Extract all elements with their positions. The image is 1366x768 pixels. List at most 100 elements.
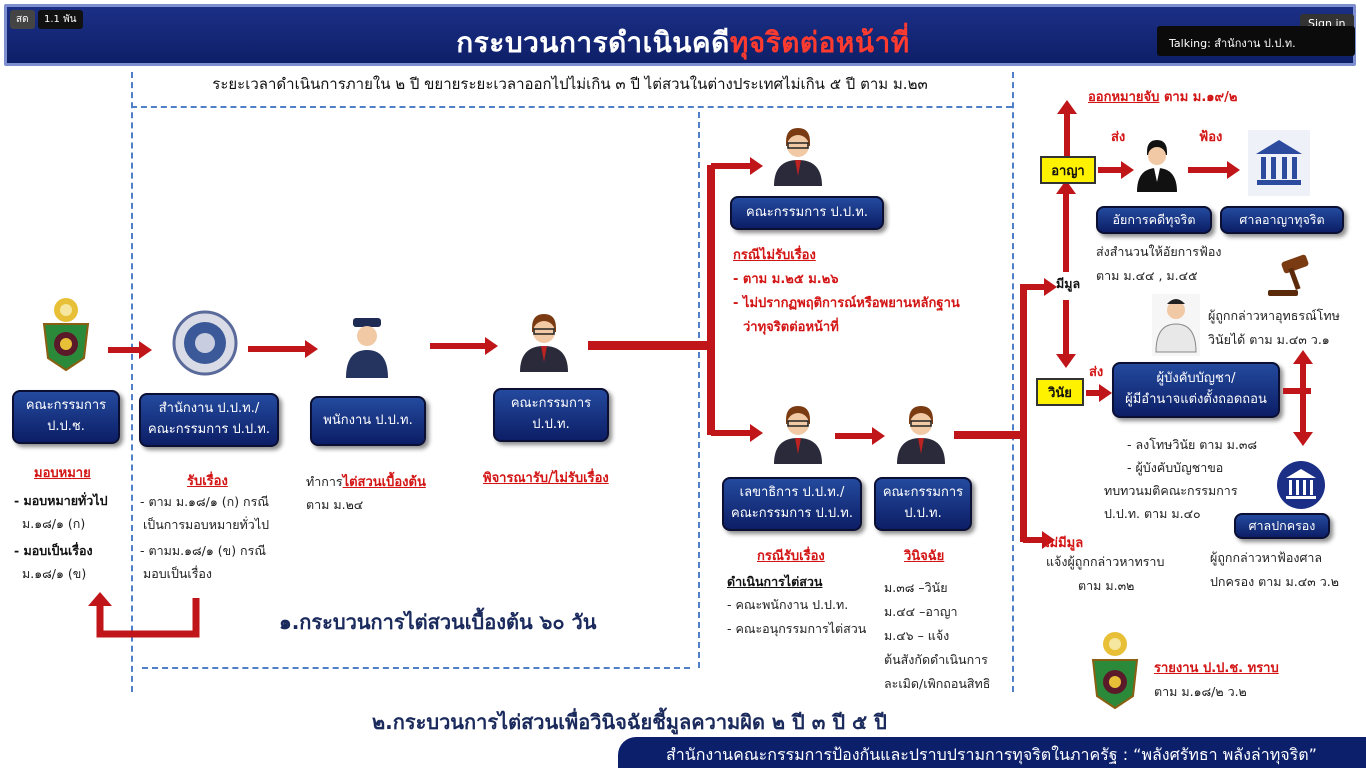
accept-line-1: - คณะพนักงาน ป.ป.ท.: [727, 597, 849, 612]
prosecutor-person-icon: [1137, 140, 1177, 192]
arrowhead-down-discipline: [1056, 354, 1076, 368]
arrow-officer-to-committee: [430, 337, 498, 355]
pact-seal-icon: [172, 310, 238, 376]
arrow-office-to-officer: [248, 340, 318, 358]
prosecutor-text-2: ตาม ม.๔๔ , ม.๔๕: [1096, 268, 1198, 283]
ppc-emblem-icon: [42, 298, 90, 372]
frame-top-line: [131, 106, 1012, 108]
decide-title: วินิจฉัย: [904, 549, 945, 564]
committee-person-icon: [774, 128, 822, 186]
commander-person-icon: [1152, 294, 1200, 356]
outcome-main-line: [954, 431, 1026, 439]
has-basis-label: มีมูล: [1056, 276, 1081, 291]
discipline-box: วินัย: [1036, 378, 1084, 406]
committee-person-icon: [897, 406, 945, 464]
appeal-text-2: วินัยได้ ตาม ม.๔๓ ว.๑: [1208, 332, 1330, 347]
frame-mid-line: [698, 112, 700, 668]
office-box: สำนักงาน ป.ป.ท./คณะกรรมการ ป.ป.ท.: [139, 393, 279, 447]
warrant-text: ออกหมายจับ ตาม ม.๑๙/๒: [1088, 90, 1238, 105]
frame-left-line: [131, 72, 133, 692]
commander-side-line: [1283, 388, 1311, 394]
appeal-text-1: ผู้ถูกกล่าวหาอุทธรณ์โทษ: [1208, 308, 1340, 323]
penalty-line-2: - ผู้บังคับบัญชาขอ: [1127, 460, 1224, 475]
line-to-discipline: [1063, 300, 1069, 356]
court-building-icon: [1248, 130, 1310, 196]
reject-title: กรณีไม่รับเรื่อง: [733, 248, 816, 263]
decide-line-3: ม.๔๖ – แจ้ง: [884, 628, 950, 643]
frame-right-line: [1012, 72, 1014, 692]
assign-general: - มอบหมายทั่วไป: [14, 493, 108, 508]
assign-case: - มอบเป็นเรื่อง: [14, 543, 93, 558]
arrow-ppc-to-office: [108, 341, 152, 359]
live-badge: สด: [10, 10, 35, 29]
officer-box: พนักงาน ป.ป.ท.: [310, 396, 426, 446]
assign-title: มอบหมาย: [34, 466, 91, 481]
accept-line-2: - คณะอนุกรรมการไต่สวน: [727, 621, 867, 636]
arrowhead-up-appeal: [1293, 350, 1313, 364]
committee-decide-box: คณะกรรมการ ป.ป.ท.: [874, 477, 972, 531]
footer-banner: สำนักงานคณะกรรมการป้องกันและปราบปรามการท…: [618, 737, 1366, 768]
gavel-icon: [1268, 254, 1309, 296]
committee-person-icon: [520, 314, 568, 372]
header-banner: กระบวนการดำเนินคดีทุจริตต่อหน้าที่: [4, 4, 1356, 66]
prosecutor-text-1: ส่งสำนวนให้อัยการฟ้อง: [1096, 244, 1222, 259]
commander-vertical-line: [1300, 362, 1306, 436]
line-to-warrant: [1064, 110, 1070, 156]
court-box: ศาลอาญาทุจริต: [1220, 206, 1344, 234]
page-title: กระบวนการดำเนินคดีทุจริตต่อหน้าที่: [456, 26, 910, 59]
assign-case-ref: ม.๑๘/๑ (ข): [22, 566, 87, 581]
receive-line-1: - ตาม ม.๑๘/๑ (ก) กรณี: [140, 494, 269, 509]
view-count-badge: 1.1 พัน: [38, 10, 83, 29]
branch-main-line: [588, 341, 712, 350]
arrow-prosecutor-to-court: [1188, 161, 1240, 179]
arrowhead-down-admin: [1293, 432, 1313, 446]
court-building-icon: [1277, 461, 1325, 509]
line-to-criminal: [1063, 188, 1069, 272]
no-basis-text-1: แจ้งผู้ถูกกล่าวหาทราบ: [1046, 554, 1165, 569]
stage2-label: ๒.กระบวนการไต่สวนเพื่อวินิจฉัยชี้มูลความ…: [372, 710, 887, 734]
consider-text: พิจารณารับ/ไม่รับเรื่อง: [483, 471, 609, 486]
send-label-discipline: ส่ง: [1089, 365, 1104, 380]
reject-line-3: ว่าทุจริตต่อหน้าที่: [743, 320, 839, 335]
return-loop-arrow: [88, 592, 200, 638]
prosecutor-box: อัยการคดีทุจริต: [1096, 206, 1212, 234]
decide-line-2: ม.๔๔ –อาญา: [884, 604, 958, 619]
officer-text: ทำการไต่สวนเบื้องต้น: [306, 474, 426, 490]
talking-indicator: Talking: สำนักงาน ป.ป.ท.: [1157, 26, 1355, 56]
penalty-line-1: - ลงโทษวินัย ตาม ม.๓๘: [1127, 437, 1258, 452]
committee-top-box: คณะกรรมการ ป.ป.ท.: [730, 196, 884, 230]
timeframe-subtitle: ระยะเวลาดำเนินการภายใน ๒ ปี ขยายระยะเวลา…: [212, 75, 928, 93]
accept-title: กรณีรับเรื่อง: [757, 549, 825, 564]
arrow-criminal-to-prosecutor: [1098, 161, 1134, 179]
committee-person-icon: [774, 406, 822, 464]
receive-line-2: เป็นการมอบหมายทั่วไป: [143, 517, 270, 532]
arrow-to-committee-top: [711, 157, 763, 175]
stage1-label: ๑.กระบวนการไต่สวนเบื้องต้น ๖๐ วัน: [279, 610, 597, 634]
decide-line-1: ม.๓๘ –วินัย: [884, 580, 948, 595]
penalty-line-4: ป.ป.ท. ตาม ม.๔๐: [1104, 506, 1201, 521]
arrow-discipline-to-commander: [1086, 384, 1112, 402]
sue-label: ฟ้อง: [1199, 130, 1223, 145]
secretary-box: เลขาธิการ ป.ป.ท./คณะกรรมการ ป.ป.ท.: [722, 477, 862, 531]
branch-vertical-line: [707, 165, 715, 435]
send-label: ส่ง: [1111, 130, 1126, 145]
arrowhead-up-warrant: [1057, 100, 1077, 114]
outcome-vertical-line: [1020, 284, 1027, 542]
report-text: รายงาน ป.ป.ช. ทราบ: [1154, 661, 1279, 676]
decide-line-4: ต้นสังกัดดำเนินการ: [884, 652, 988, 667]
criminal-box: อาญา: [1040, 156, 1096, 184]
arrow-to-secretary: [711, 424, 763, 442]
no-basis-text-2: ตาม ม.๓๒: [1078, 578, 1135, 593]
receive-line-3: - ตามม.๑๘/๑ (ข) กรณี: [140, 543, 266, 558]
no-basis-label: ไม่มีมูล: [1043, 536, 1084, 551]
arrow-to-no-basis: [1023, 531, 1055, 549]
ppc-emblem-icon: [1091, 632, 1139, 710]
assign-general-ref: ม.๑๘/๑ (ก): [22, 516, 86, 531]
accept-subtitle: ดำเนินการไต่สวน: [727, 574, 823, 589]
admin-court-box: ศาลปกครอง: [1234, 513, 1330, 539]
reject-line-1: - ตาม ม.๒๕ ม.๒๖: [733, 272, 839, 287]
frame-stage1-bottom-line: [142, 667, 690, 669]
reject-line-2: - ไม่ปรากฏพฤติการณ์หรือพยานหลักฐาน: [733, 296, 960, 311]
officer-person-icon: [346, 318, 388, 378]
